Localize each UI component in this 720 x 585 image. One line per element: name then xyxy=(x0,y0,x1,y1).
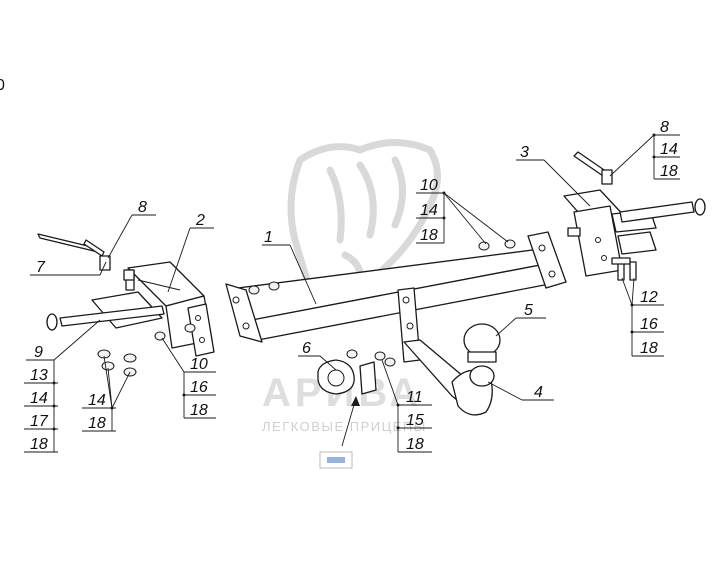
right-bolts xyxy=(611,257,637,281)
left-long-bolt xyxy=(46,305,165,331)
stack-top-mid-0: 14 xyxy=(420,202,438,219)
stack-right-low-1: 18 xyxy=(640,340,658,357)
part-3-right-bracket xyxy=(563,189,706,277)
callout-6: 6 xyxy=(302,340,311,357)
stack-left-b-1: 18 xyxy=(88,415,106,432)
stack-right-low-0: 16 xyxy=(640,316,658,333)
stack-top-mid-1: 18 xyxy=(420,227,438,244)
stack-left-a-1: 14 xyxy=(30,390,48,407)
leader-lines xyxy=(26,134,680,409)
callout-8-left: 8 xyxy=(138,199,147,216)
inset-box xyxy=(319,451,353,469)
cable-tie-left xyxy=(37,233,135,281)
part-4-ball-mount xyxy=(397,287,493,416)
stack-lines xyxy=(24,133,680,453)
corner-mark: 0 xyxy=(0,77,5,94)
callout-1: 1 xyxy=(264,229,273,246)
callout-10-left: 10 xyxy=(190,356,208,373)
stack-left-c-0: 16 xyxy=(190,379,208,396)
stack-mid-low-1: 18 xyxy=(406,436,424,453)
callout-11: 11 xyxy=(406,389,423,406)
callout-3: 3 xyxy=(520,144,529,161)
callout-5: 5 xyxy=(524,302,533,319)
callout-8-right: 8 xyxy=(660,119,669,136)
callout-9: 9 xyxy=(34,344,43,361)
stack-left-a-0: 13 xyxy=(30,367,48,384)
callout-10-top: 10 xyxy=(420,177,438,194)
stack-left-a-2: 17 xyxy=(30,413,49,430)
cable-tie-right xyxy=(573,151,613,185)
stack-left-a-3: 18 xyxy=(30,436,48,453)
watermark-tagline: ЛЕГКОВЫЕ ПРИЦЕПЫ xyxy=(262,419,427,434)
callout-labels: 1 2 3 4 5 6 7 8 8 9 10 10 11 12 xyxy=(34,119,669,406)
callout-12: 12 xyxy=(640,289,658,306)
part-5-tow-ball xyxy=(463,323,501,387)
callout-7: 7 xyxy=(36,259,46,276)
stack-mid-low-0: 15 xyxy=(406,412,424,429)
stack-top-right-0: 14 xyxy=(660,141,678,158)
stack-left-c-1: 18 xyxy=(190,402,208,419)
stack-top-right-1: 18 xyxy=(660,163,678,180)
inset-arrow xyxy=(341,396,360,447)
part-6-socket-plate xyxy=(317,349,396,395)
stack-labels: 13 14 17 18 14 18 16 18 14 18 14 18 16 1… xyxy=(30,141,678,453)
callout-4: 4 xyxy=(534,384,543,401)
callout-2: 2 xyxy=(195,212,205,229)
stack-left-b-0: 14 xyxy=(88,392,106,409)
